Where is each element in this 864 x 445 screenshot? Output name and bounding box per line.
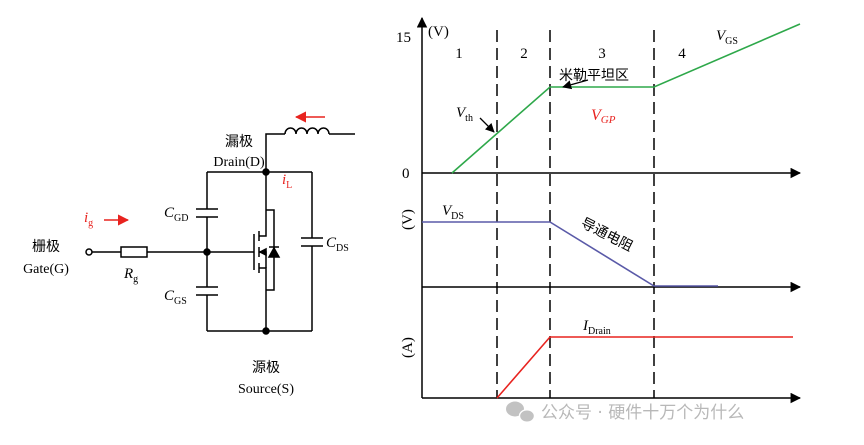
vds-waveform bbox=[422, 221, 718, 287]
on-resistance-label: 导通电阻 bbox=[578, 215, 635, 255]
mid-unit-label: (V) bbox=[400, 209, 416, 230]
tick-15: 15 bbox=[396, 30, 411, 46]
region-2-label: 2 bbox=[520, 46, 528, 62]
junction-drain bbox=[262, 168, 270, 176]
source-label-en: Source(S) bbox=[238, 382, 294, 397]
region-4-label: 4 bbox=[678, 46, 686, 62]
top-unit-label: (V) bbox=[428, 24, 449, 40]
mosfet-symbol bbox=[253, 172, 267, 331]
gate-label-en: Gate(G) bbox=[23, 262, 69, 277]
drain-label-en: Drain(D) bbox=[213, 155, 265, 170]
id-waveform bbox=[496, 336, 793, 399]
vgs-waveform bbox=[451, 23, 801, 174]
vth-label: Vth bbox=[456, 105, 473, 124]
rg-label: Rg bbox=[123, 266, 138, 285]
source-label-cn: 源极 bbox=[252, 360, 280, 376]
junction-source bbox=[262, 327, 270, 335]
cds-label: CDS bbox=[326, 235, 349, 254]
drain-label-cn: 漏极 bbox=[225, 134, 253, 150]
idrain-label: IDrain bbox=[582, 318, 611, 337]
cgs-label: CGS bbox=[164, 288, 187, 307]
inductor-symbol bbox=[284, 127, 330, 135]
circuit bbox=[85, 127, 355, 335]
gate-terminal bbox=[85, 248, 93, 256]
drain-lead-wire bbox=[265, 133, 285, 172]
region-dividers bbox=[496, 30, 655, 398]
body-diode-triangle bbox=[267, 246, 281, 258]
gate-resistor bbox=[120, 246, 148, 258]
watermark-text: 公众号 · 硬件十万个为什么 bbox=[541, 403, 744, 423]
wechat-logo bbox=[506, 401, 536, 423]
region-1-label: 1 bbox=[455, 46, 463, 62]
vds-label: VDS bbox=[442, 203, 464, 222]
plateau-label: 米勒平坦区 bbox=[559, 68, 629, 84]
vth-arrow bbox=[479, 117, 495, 133]
vgp-label: VGP bbox=[591, 107, 616, 126]
junction-gate bbox=[203, 248, 211, 256]
il-label: iL bbox=[282, 172, 292, 191]
vgs-label: VGS bbox=[716, 28, 738, 47]
region-3-label: 3 bbox=[598, 46, 606, 62]
ig-label: ig bbox=[84, 210, 93, 229]
axes bbox=[416, 16, 802, 404]
bottom-unit-label: (A) bbox=[400, 337, 416, 358]
plateau-arrow bbox=[562, 79, 589, 90]
cgd-label: CGD bbox=[164, 205, 188, 224]
tick-0: 0 bbox=[402, 166, 410, 182]
gate-label-cn: 栅极 bbox=[32, 239, 60, 255]
